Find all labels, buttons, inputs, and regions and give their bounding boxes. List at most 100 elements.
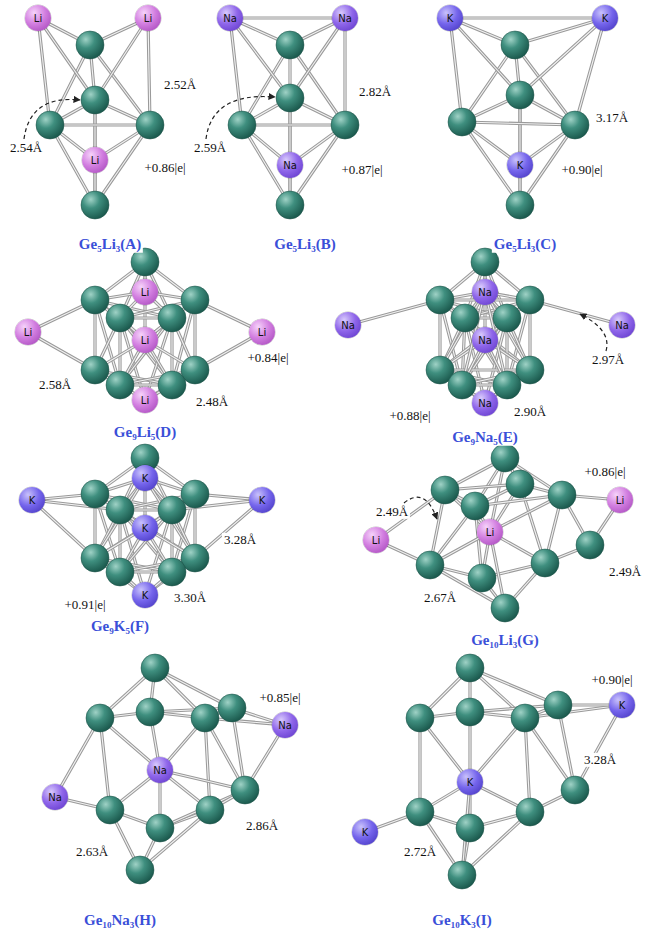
distance-label: 2.86Å: [244, 819, 280, 833]
alkali-atom: K: [249, 487, 275, 513]
distance-label: 2.59Å: [192, 141, 228, 155]
germanium-atom: [561, 111, 589, 139]
atom-symbol: Na: [478, 398, 492, 409]
germanium-atom: [331, 111, 359, 139]
germanium-atom: [406, 798, 434, 826]
alkali-atom: K: [132, 465, 158, 491]
bond: [95, 18, 148, 100]
atom-symbol: K: [142, 590, 149, 601]
distance-label: 2.63Å: [74, 845, 110, 859]
distance-label: 2.82Å: [357, 85, 393, 99]
bond: [290, 18, 345, 98]
alkali-atom: K: [19, 487, 45, 513]
germanium-atom: [106, 496, 134, 524]
germanium-atom: [491, 444, 519, 472]
germanium-atom: [96, 796, 124, 824]
charge-label: +0.90|e|: [589, 673, 634, 687]
germanium-atom: [136, 698, 164, 726]
germanium-atom: [146, 814, 174, 842]
bond: [242, 125, 345, 126]
charge-label: +0.84|e|: [245, 351, 290, 365]
leader-arrow: [580, 314, 607, 351]
germanium-atom: [456, 814, 484, 842]
atom-symbol: Li: [144, 13, 152, 24]
atom-symbol: Na: [278, 720, 292, 731]
atom-symbol: K: [619, 700, 626, 711]
leader-arrow: [24, 99, 80, 139]
distance-label: 2.72Å: [402, 845, 438, 859]
alkali-atom: K: [457, 769, 483, 795]
alkali-atom: Na: [472, 327, 498, 353]
atom-symbol: Na: [283, 160, 297, 171]
atom-symbol: Li: [141, 287, 149, 298]
atom-symbol: Na: [338, 13, 352, 24]
distance-label: 2.97Å: [590, 353, 626, 367]
alkali-atom: Li: [25, 5, 51, 31]
germanium-atom: [576, 531, 604, 559]
distance-label: 2.48Å: [194, 395, 230, 409]
alkali-atom: Na: [147, 757, 173, 783]
alkali-atom: Na: [272, 712, 298, 738]
distance-label: 2.67Å: [422, 591, 458, 605]
germanium-atom: [561, 776, 589, 804]
alkali-bond: [243, 18, 332, 19]
atom-symbol: K: [602, 13, 609, 24]
bond: [520, 95, 521, 205]
germanium-atom: [448, 108, 476, 136]
alkali-atom: Na: [609, 312, 635, 338]
charge-label: +0.86|e|: [582, 465, 627, 479]
bond: [525, 705, 622, 718]
germanium-atom: [431, 476, 459, 504]
alkali-atom: Na: [472, 279, 498, 305]
germanium-atom: [468, 564, 496, 592]
germanium-atom: [231, 776, 259, 804]
alkali-atom: Li: [363, 527, 389, 553]
germanium-atom: [456, 654, 484, 682]
germanium-atom: [493, 304, 521, 332]
germanium-atom: [181, 286, 209, 314]
distance-label: 2.49Å: [374, 505, 410, 519]
atom-symbol: Na: [223, 13, 237, 24]
distance-label: 3.30Å: [172, 591, 208, 605]
alkali-atom: K: [132, 515, 158, 541]
distance-label: 3.28Å: [582, 753, 618, 767]
germanium-atom: [181, 480, 209, 508]
germanium-atom: [158, 371, 186, 399]
alkali-atom: Li: [132, 327, 158, 353]
bond: [470, 668, 558, 705]
distance-label: 2.58Å: [37, 378, 73, 392]
germanium-atom: [106, 558, 134, 586]
alkali-atom: K: [507, 152, 533, 178]
germanium-atom: [158, 496, 186, 524]
germanium-atom: [158, 304, 186, 332]
atom-symbol: Li: [258, 327, 266, 338]
atom-symbol: K: [362, 827, 369, 838]
alkali-atom: Na: [277, 152, 303, 178]
structure-caption: Ge₉Na₅(E): [450, 429, 520, 446]
charge-label: +0.91|e|: [62, 598, 107, 612]
bond: [50, 125, 150, 126]
alkali-atom: K: [609, 692, 635, 718]
germanium-atom: [531, 549, 559, 577]
germanium-atom: [506, 81, 534, 109]
distance-label: 2.52Å: [162, 78, 198, 92]
alkali-atom: K: [437, 5, 463, 31]
structure-caption: Ge₉K₅(F): [89, 618, 151, 635]
germanium-atom: [448, 861, 476, 889]
germanium-atom: [196, 796, 224, 824]
germanium-atom: [276, 31, 304, 59]
structure-caption: Ge₅Li₃(B): [272, 236, 338, 253]
alkali-atom: Li: [15, 319, 41, 345]
germanium-atom: [506, 470, 534, 498]
germanium-atom: [493, 371, 521, 399]
atom-symbol: Li: [141, 335, 149, 346]
germanium-atom: [106, 371, 134, 399]
alkali-atom: Li: [82, 147, 108, 173]
bond: [575, 705, 622, 790]
germanium-atom: [516, 286, 544, 314]
charge-label: +0.87|e|: [339, 163, 384, 177]
germanium-atom: [136, 111, 164, 139]
bond: [450, 18, 462, 122]
germanium-atom: [81, 480, 109, 508]
